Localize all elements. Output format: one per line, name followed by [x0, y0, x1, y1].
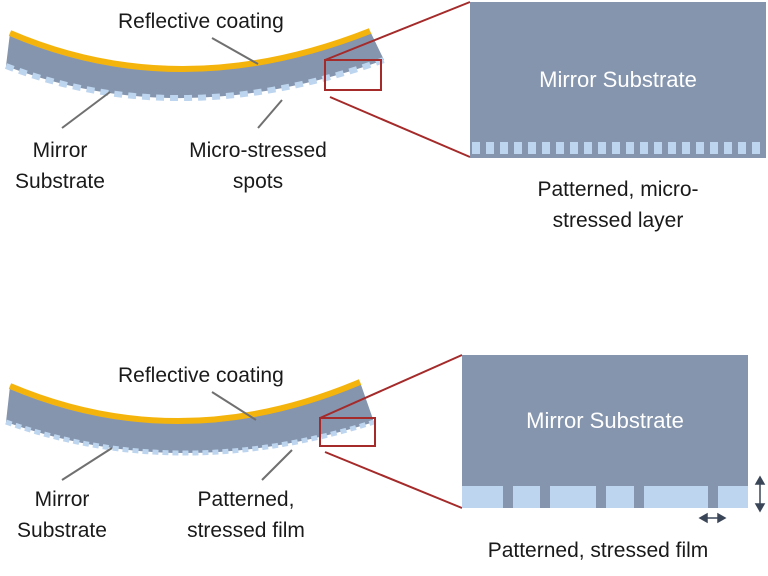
top-spots-label-line1: Micro-stressed: [189, 139, 327, 162]
top-zoom-region-box: [324, 59, 382, 91]
bottom-film-label-line1: Patterned,: [198, 488, 295, 511]
bottom-zoom-caption: Patterned, stressed film: [488, 539, 709, 562]
bottom-mirror-substrate: [6, 382, 374, 453]
bottom-reflective-coating: [8, 379, 362, 424]
bottom-stressed-film: [5, 419, 375, 456]
bottom-substrate-leader: [61, 447, 113, 481]
bottom-zoom-connector-lower: [324, 451, 463, 509]
top-reflective-coating: [8, 28, 372, 72]
bottom-zoom-title: Mirror Substrate: [526, 408, 684, 433]
film-thickness-arrow-icon: [754, 475, 766, 513]
top-spots-leader: [257, 99, 283, 129]
top-zoom-substrate: [470, 2, 766, 158]
bottom-film-leader: [261, 449, 293, 481]
top-panel: Mirror Substrate Reflective coating Mirr…: [4, 1, 766, 232]
bottom-zoom-view: Mirror Substrate: [462, 355, 766, 524]
top-zoom-connector-upper: [324, 1, 471, 61]
bottom-zoom-substrate: [462, 355, 748, 486]
bottom-zoom-film-gaps: [503, 478, 718, 508]
top-coating-label: Reflective coating: [118, 10, 284, 33]
top-mirror-substrate: [6, 31, 384, 99]
top-substrate-label-line1: Mirror: [33, 139, 88, 162]
gap-width-arrow-icon: [698, 512, 727, 524]
top-zoom-view: Mirror Substrate: [470, 2, 766, 158]
bottom-zoom-region-box: [319, 417, 376, 447]
bottom-coating-label: Reflective coating: [118, 364, 284, 387]
top-zoom-title: Mirror Substrate: [539, 67, 697, 92]
bottom-substrate-label-line2: Substrate: [17, 519, 107, 542]
top-zoom-caption-line1: Patterned, micro-: [537, 178, 698, 201]
top-micro-stressed-spots: [4, 57, 386, 101]
top-zoom-connector-lower: [329, 96, 471, 158]
top-spots-label-line2: spots: [233, 170, 283, 193]
top-substrate-leader: [61, 91, 111, 129]
bottom-panel: Mirror Substrate: [5, 354, 766, 562]
bottom-film-label-line2: stressed film: [187, 519, 305, 542]
top-zoom-caption-line2: stressed layer: [553, 209, 684, 232]
bottom-curved-mirror: [5, 379, 375, 456]
bottom-coating-leader: [211, 391, 257, 421]
top-coating-leader: [211, 37, 259, 65]
top-substrate-label-line2: Substrate: [15, 170, 105, 193]
top-curved-mirror: [4, 28, 386, 101]
bottom-substrate-label-line1: Mirror: [35, 488, 90, 511]
bottom-zoom-connector-upper: [319, 354, 463, 419]
